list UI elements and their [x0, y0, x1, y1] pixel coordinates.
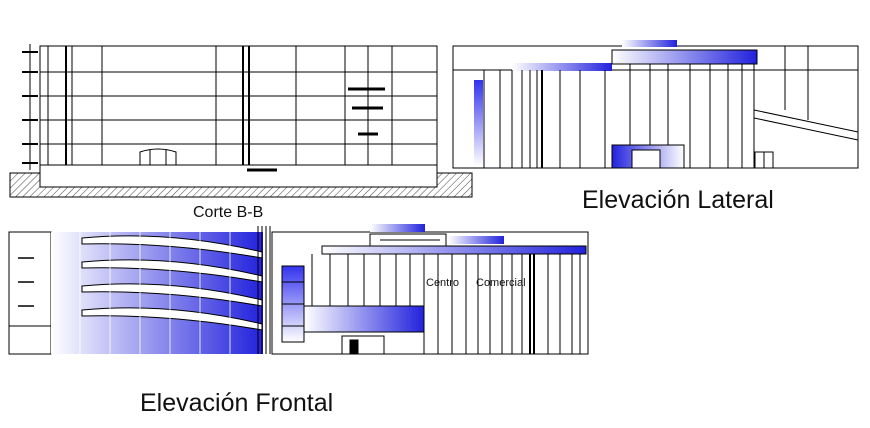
building-label-centro: Centro	[426, 277, 459, 289]
building-label-comercial: Comercial	[476, 277, 526, 289]
section-title: Corte B-B	[193, 204, 264, 221]
side-elevation-drawing	[452, 40, 859, 169]
section-b-b-drawing	[9, 44, 473, 198]
side-elevation-title: Elevación Lateral	[582, 186, 774, 214]
front-elevation-title: Elevación Frontal	[140, 389, 334, 417]
front-elevation-drawing: Centro Comercial	[8, 224, 589, 355]
